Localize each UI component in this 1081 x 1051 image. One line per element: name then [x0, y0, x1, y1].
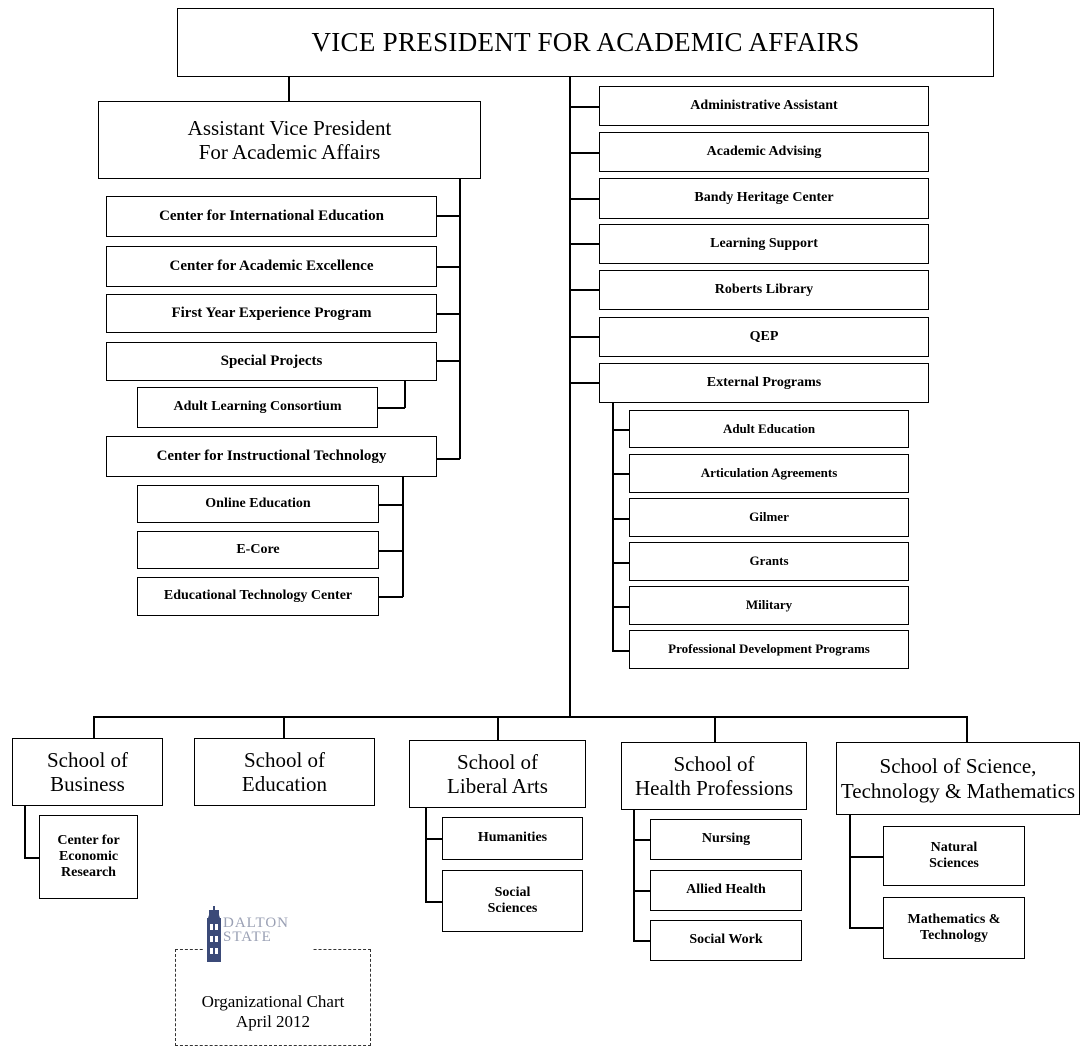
right-item-external-programs: External Programs: [599, 363, 929, 403]
left-item-first-year-experience: First Year Experience Program: [106, 294, 437, 333]
connector-line: [425, 838, 442, 840]
social-sciences-box: Social Sciences: [442, 870, 583, 932]
connector-line: [379, 550, 403, 552]
professional-development-box: Professional Development Programs: [629, 630, 909, 669]
right-item-bandy-heritage-center: Bandy Heritage Center: [599, 178, 929, 219]
connector-line: [288, 77, 290, 102]
adult-learning-consortium-box: Adult Learning Consortium: [137, 387, 378, 428]
connector-line: [569, 336, 599, 338]
connector-line: [612, 650, 629, 652]
economic-research-box: Center for Economic Research: [39, 815, 138, 899]
left-item-international-education: Center for International Education: [106, 196, 437, 237]
connector-line: [437, 360, 460, 362]
connector-line: [24, 857, 39, 859]
connector-line: [402, 477, 404, 597]
left-item-instructional-technology: Center for Instructional Technology: [106, 436, 437, 477]
nursing-box: Nursing: [650, 819, 802, 860]
connector-line: [633, 940, 650, 942]
footer-caption-box: Organizational Chart April 2012: [175, 949, 371, 1046]
articulation-agreements-box: Articulation Agreements: [629, 454, 909, 493]
grants-box: Grants: [629, 542, 909, 581]
connector-line: [714, 716, 716, 742]
right-item-academic-advising: Academic Advising: [599, 132, 929, 172]
connector-line: [283, 716, 285, 738]
school-liberal-arts-box: School of Liberal Arts: [409, 740, 586, 808]
natural-sciences-box: Natural Sciences: [883, 826, 1025, 886]
school-science-technology-mathematics-box: School of Science, Technology & Mathemat…: [836, 742, 1080, 815]
connector-line: [849, 856, 883, 858]
vice-president-box: VICE PRESIDENT FOR ACADEMIC AFFAIRS: [177, 8, 994, 77]
left-item-academic-excellence: Center for Academic Excellence: [106, 246, 437, 287]
humanities-box: Humanities: [442, 817, 583, 860]
connector-line: [569, 382, 599, 384]
connector-line: [633, 810, 635, 941]
educational-technology-center-box: Educational Technology Center: [137, 577, 379, 616]
connector-line: [569, 243, 599, 245]
connector-line: [497, 716, 499, 740]
connector-line: [437, 313, 460, 315]
connector-line: [569, 198, 599, 200]
adult-education-box: Adult Education: [629, 410, 909, 448]
connector-line: [612, 403, 614, 651]
connector-line: [633, 839, 650, 841]
gilmer-box: Gilmer: [629, 498, 909, 537]
connector-line: [612, 473, 629, 475]
right-item-roberts-library: Roberts Library: [599, 270, 929, 310]
connector-line: [437, 266, 460, 268]
connector-line: [425, 901, 442, 903]
connector-line: [24, 806, 26, 858]
connector-line: [379, 596, 403, 598]
footer-caption: Organizational Chart April 2012: [201, 992, 345, 1032]
connector-line: [966, 716, 968, 742]
left-item-special-projects: Special Projects: [106, 342, 437, 381]
dalton-state-logo: DALTON STATE: [203, 904, 313, 966]
connector-line: [633, 890, 650, 892]
connector-line: [569, 152, 599, 154]
online-education-box: Online Education: [137, 485, 379, 523]
connector-line: [569, 77, 571, 717]
e-core-box: E-Core: [137, 531, 379, 569]
connector-line: [612, 606, 629, 608]
connector-line: [459, 179, 461, 459]
mathematics-technology-box: Mathematics & Technology: [883, 897, 1025, 959]
connector-line: [612, 429, 629, 431]
clock-tower-icon: [207, 906, 221, 962]
right-item-learning-support: Learning Support: [599, 224, 929, 264]
right-item-administrative-assistant: Administrative Assistant: [599, 86, 929, 126]
school-education-box: School of Education: [194, 738, 375, 806]
connector-line: [612, 562, 629, 564]
connector-line: [378, 407, 405, 409]
connector-line: [93, 716, 966, 718]
school-health-professions-box: School of Health Professions: [621, 742, 807, 810]
allied-health-box: Allied Health: [650, 870, 802, 911]
connector-line: [404, 381, 406, 408]
connector-line: [612, 518, 629, 520]
connector-line: [425, 808, 427, 902]
connector-line: [93, 716, 95, 738]
social-work-box: Social Work: [650, 920, 802, 961]
connector-line: [437, 215, 460, 217]
connector-line: [379, 504, 403, 506]
school-business-box: School of Business: [12, 738, 163, 806]
connector-line: [437, 458, 460, 460]
logo-text: DALTON STATE: [223, 915, 290, 946]
connector-line: [849, 927, 883, 929]
connector-line: [569, 289, 599, 291]
connector-line: [849, 815, 851, 928]
assistant-vp-box: Assistant Vice President For Academic Af…: [98, 101, 481, 179]
military-box: Military: [629, 586, 909, 625]
connector-line: [569, 106, 599, 108]
right-item-qep: QEP: [599, 317, 929, 357]
